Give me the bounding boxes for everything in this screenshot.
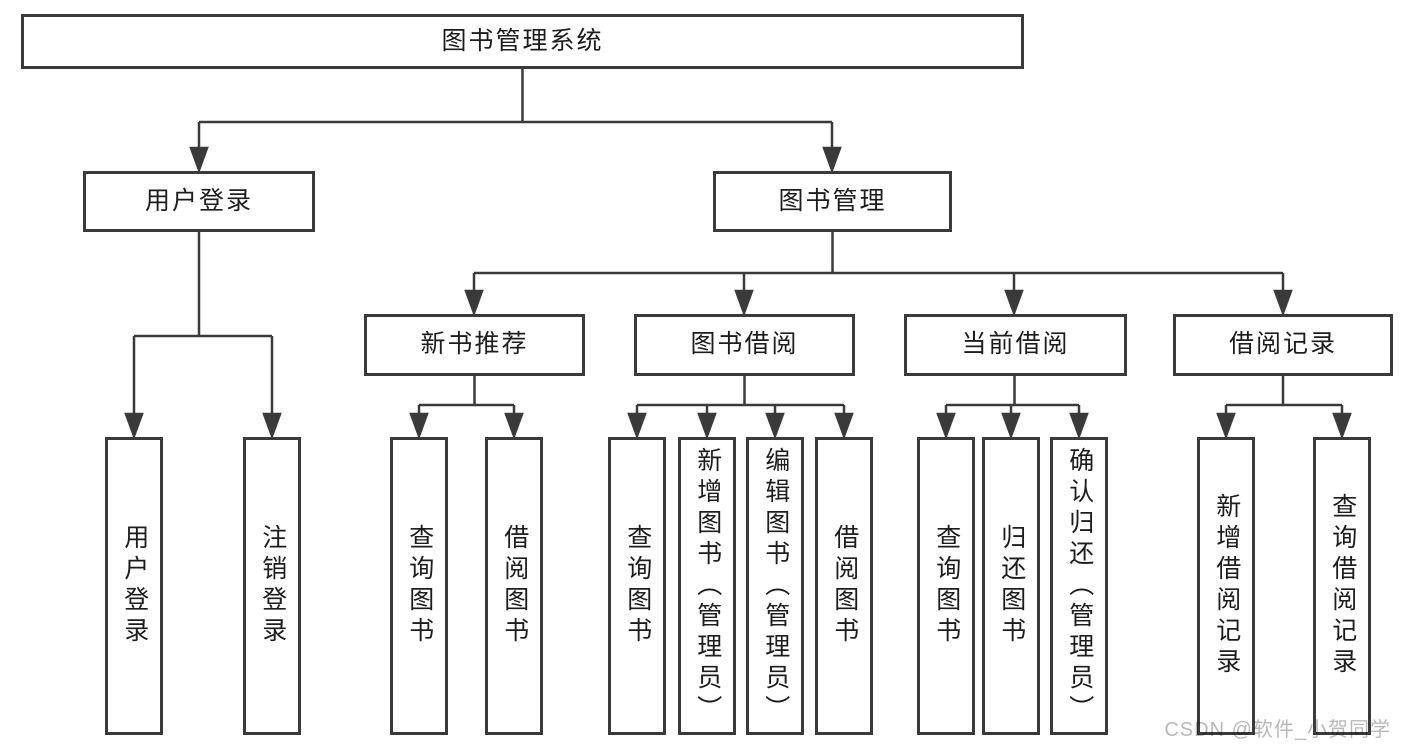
arrowhead: [1001, 412, 1021, 440]
arrowhead: [765, 412, 785, 440]
node-leaf-borrowing-edit: 编辑图书（管理员）: [746, 437, 804, 735]
node-root-label: 图书管理系统: [441, 26, 604, 55]
node-leaf-current-confirm-label: 确认归还（管理员）: [1065, 446, 1094, 726]
arrowhead: [1332, 412, 1352, 440]
node-leaf-recommend-borrow-label: 借阅图书: [500, 524, 529, 648]
connector-recommend-bus: [419, 376, 514, 407]
node-user-login-label: 用户登录: [144, 186, 253, 215]
node-book-borrowing: 图书借阅: [634, 314, 855, 376]
arrowhead: [464, 289, 484, 317]
node-new-book-recommend-label: 新书推荐: [420, 330, 529, 359]
connector-current-bus: [946, 376, 1079, 407]
node-leaf-borrowing-add-label: 新增图书（管理员）: [693, 446, 722, 726]
arrowhead: [262, 412, 282, 440]
node-leaf-records-query-label: 查询借阅记录: [1328, 493, 1357, 679]
watermark-text: CSDN @软件_小贺同学: [1164, 719, 1391, 741]
connector-mgmt-to-level3: [474, 232, 1283, 275]
node-leaf-user-login-label: 用户登录: [120, 524, 149, 648]
node-current-borrowing: 当前借阅: [904, 314, 1127, 376]
node-leaf-recommend-borrow: 借阅图书: [485, 437, 543, 735]
arrowhead: [734, 289, 754, 317]
node-leaf-current-return-label: 归还图书: [997, 524, 1026, 648]
arrowhead: [1069, 412, 1089, 440]
arrowhead: [1004, 289, 1024, 317]
node-leaf-logout-label: 注销登录: [258, 524, 287, 648]
node-leaf-logout: 注销登录: [243, 437, 301, 735]
arrowhead: [822, 146, 842, 174]
node-user-login: 用户登录: [83, 171, 315, 232]
arrowhead: [1273, 289, 1293, 317]
node-leaf-current-confirm: 确认归还（管理员）: [1050, 437, 1108, 735]
node-current-borrowing-label: 当前借阅: [961, 330, 1070, 359]
arrowhead: [936, 412, 956, 440]
node-leaf-recommend-query-label: 查询图书: [405, 524, 434, 648]
node-leaf-borrowing-query-label: 查询图书: [623, 524, 652, 648]
node-book-management-label: 图书管理: [778, 186, 887, 215]
node-new-book-recommend: 新书推荐: [364, 314, 585, 376]
arrowhead: [409, 412, 429, 440]
node-leaf-current-return: 归还图书: [982, 437, 1040, 735]
node-leaf-borrowing-borrow-label: 借阅图书: [830, 524, 859, 648]
arrowhead: [504, 412, 524, 440]
node-leaf-borrowing-borrow: 借阅图书: [815, 437, 873, 735]
arrowhead: [834, 412, 854, 440]
connector-login-bus: [134, 232, 272, 338]
connector-records-bus: [1226, 376, 1342, 407]
node-leaf-borrowing-query: 查询图书: [608, 437, 666, 735]
node-book-management: 图书管理: [713, 171, 952, 232]
arrowhead: [627, 412, 647, 440]
arrowhead: [124, 412, 144, 440]
node-borrowing-records-label: 借阅记录: [1228, 330, 1337, 359]
node-leaf-borrowing-edit-label: 编辑图书（管理员）: [761, 446, 790, 726]
node-leaf-current-query-label: 查询图书: [932, 524, 961, 648]
node-leaf-current-query: 查询图书: [917, 437, 975, 735]
node-leaf-borrowing-add: 新增图书（管理员）: [678, 437, 736, 735]
node-borrowing-records: 借阅记录: [1173, 314, 1393, 376]
connector-borrowing-bus: [637, 376, 844, 407]
node-root: 图书管理系统: [21, 14, 1024, 69]
arrowhead: [189, 146, 209, 174]
arrowhead: [1216, 412, 1236, 440]
node-leaf-records-add-label: 新增借阅记录: [1212, 493, 1241, 679]
node-leaf-records-query: 查询借阅记录: [1313, 437, 1371, 735]
connector-root-to-level2: [199, 69, 832, 124]
arrowhead: [697, 412, 717, 440]
node-book-borrowing-label: 图书借阅: [690, 330, 799, 359]
node-leaf-records-add: 新增借阅记录: [1197, 437, 1255, 735]
node-leaf-recommend-query: 查询图书: [390, 437, 448, 735]
node-leaf-user-login: 用户登录: [105, 437, 163, 735]
